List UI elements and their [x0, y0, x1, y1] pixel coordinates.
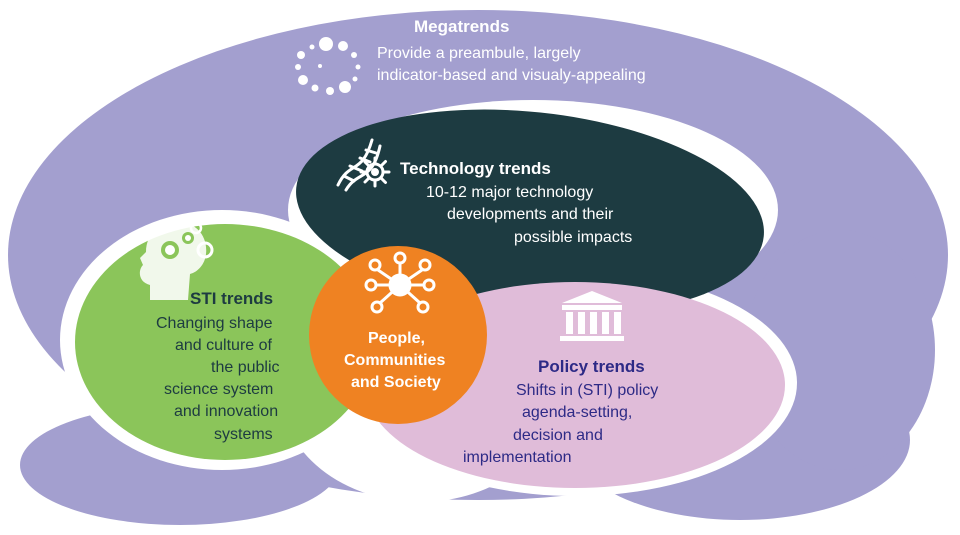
technology-line-3: possible impacts	[514, 229, 633, 246]
people-line-3: and Society	[351, 374, 441, 391]
people-line-1: People,	[368, 330, 425, 347]
people-line-2: Communities	[344, 352, 446, 369]
policy-line-2: agenda-setting,	[522, 404, 633, 421]
sti-title: STI trends	[190, 289, 274, 308]
people-shape	[309, 246, 487, 424]
head-gears-icon	[139, 221, 214, 300]
sti-line-4: science system	[164, 381, 274, 398]
sti-line-5: and innovation	[174, 403, 279, 420]
megatrends-title: Megatrends	[414, 17, 510, 36]
megatrends-line-1: Provide a preambule, largely	[377, 45, 581, 62]
policy-line-3: decision and	[513, 427, 603, 444]
sti-line-3: the public	[211, 359, 280, 376]
technology-line-2: developments and their	[447, 206, 614, 223]
technology-title: Technology trends	[400, 159, 551, 178]
sti-line-1: Changing shape	[156, 315, 273, 332]
government-building-icon	[560, 291, 624, 341]
policy-title: Policy trends	[538, 357, 645, 376]
dna-gear-icon	[336, 138, 391, 192]
policy-line-4: implementation	[463, 449, 572, 466]
sti-line-2: and culture of	[175, 337, 272, 354]
dots-circle-icon	[295, 37, 361, 95]
megatrends-right-lobe	[745, 230, 935, 470]
megatrends-line-2: indicator-based and visualy-appealing	[377, 67, 646, 84]
technology-line-1: 10-12 major technology	[426, 184, 594, 201]
policy-line-1: Shifts in (STI) policy	[516, 382, 659, 399]
network-hub-icon	[364, 251, 436, 314]
sti-line-6: systems	[214, 426, 273, 443]
